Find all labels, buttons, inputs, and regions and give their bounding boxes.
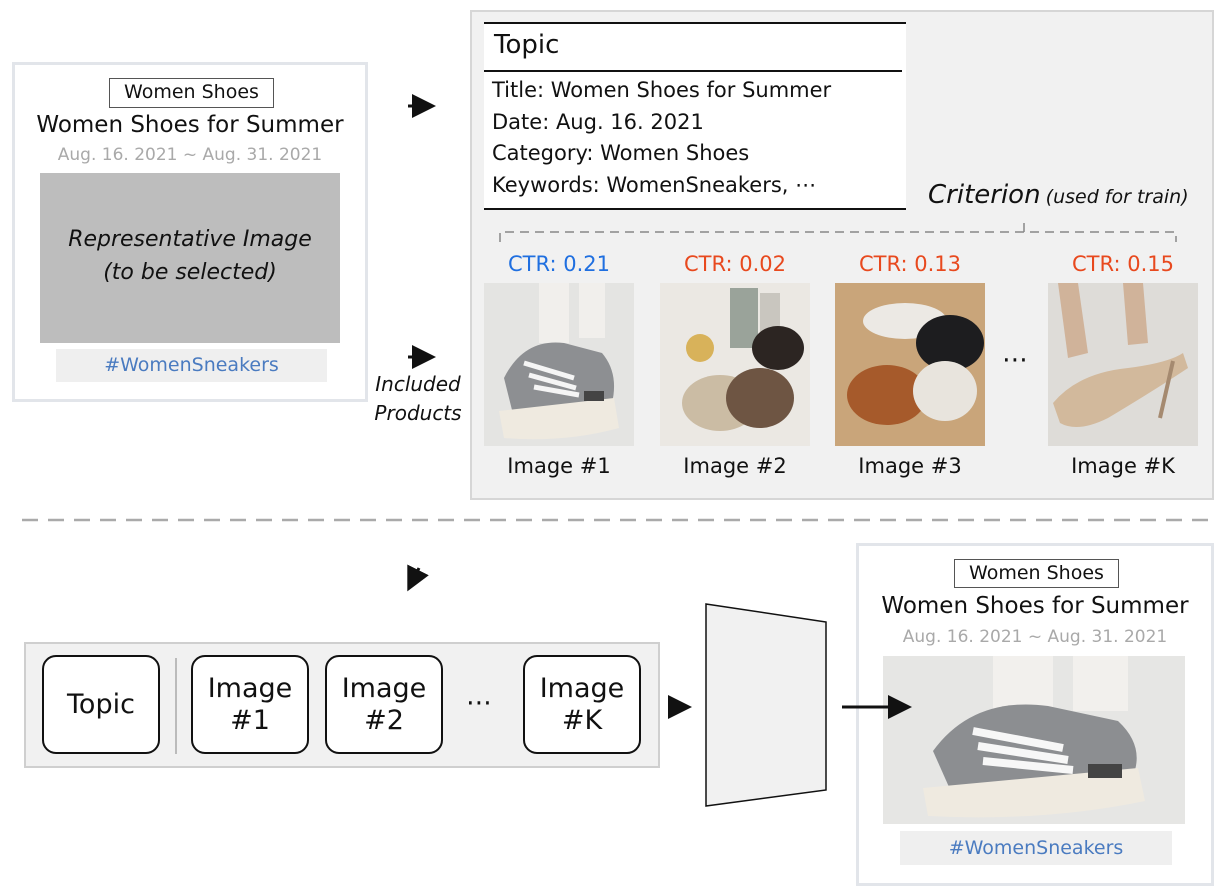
ctr-label-image-k: CTR: 0.15 [1072, 252, 1174, 276]
included-products-label: Included Products [366, 370, 470, 428]
included-label-line-2: Products [374, 401, 462, 425]
input-node-image-1: Image #1 [191, 655, 309, 754]
placeholder-line-1: Representative Image [68, 227, 312, 252]
product-image-2 [660, 283, 810, 446]
clik-model-label: CLIK [715, 682, 817, 728]
criterion-note: (used for train) [1045, 186, 1189, 208]
ctr-label-image-2: CTR: 0.02 [684, 252, 786, 276]
topic-date-line: Date: Aug. 16. 2021 [492, 110, 704, 134]
ctr-label-image-1: CTR: 0.21 [508, 252, 610, 276]
criterion-label: Criterion (used for train) [928, 180, 1189, 210]
representative-image-placeholder: Representative Image (to be selected) [40, 173, 340, 343]
input-panel-divider [175, 658, 177, 754]
topic-header-divider [484, 70, 902, 72]
input-card-hashtag: #WomenSneakers [56, 349, 327, 382]
ctr-label-image-3: CTR: 0.13 [859, 252, 961, 276]
input-node-image-2: Image #2 [325, 655, 443, 754]
topic-title-line: Title: Women Shoes for Summer [492, 78, 832, 102]
placeholder-line-2: (to be selected) [103, 260, 277, 285]
output-card-title: Women Shoes for Summer [881, 593, 1189, 619]
image-label-1: Image #1 [507, 454, 611, 478]
images-ellipsis: ⋯ [1002, 345, 1028, 375]
flats-photo-3 [835, 283, 985, 446]
loafer-photo-2 [660, 283, 810, 446]
output-selected-image [883, 656, 1185, 824]
topic-header: Topic [494, 30, 560, 60]
product-image-k [1048, 283, 1198, 446]
arrow-down-to-inputs [407, 564, 429, 592]
included-label-line-1: Included [375, 372, 461, 396]
topic-keywords-line: Keywords: WomenSneakers, ⋯ [492, 173, 817, 197]
output-card-category-tag: Women Shoes [954, 559, 1119, 588]
input-node-image-k: Image #K [523, 655, 641, 754]
output-card-hashtag: #WomenSneakers [900, 831, 1172, 865]
image-label-2: Image #2 [683, 454, 787, 478]
topic-category-line: Category: Women Shoes [492, 141, 750, 165]
mule-photo-k [1048, 283, 1198, 446]
input-node-ellipsis: ⋯ [466, 688, 492, 718]
criterion-text: Criterion [928, 180, 1041, 210]
product-image-1 [484, 283, 634, 446]
input-card-title: Women Shoes for Summer [36, 112, 344, 138]
image-label-3: Image #3 [858, 454, 962, 478]
topic-metadata-box: Topic Title: Women Shoes for Summer Date… [484, 22, 906, 210]
sneaker-photo-1 [484, 283, 634, 446]
input-node-topic: Topic [42, 655, 160, 754]
image-label-k: Image #K [1071, 454, 1175, 478]
selected-sneaker-photo [883, 656, 1185, 824]
input-card-date-range: Aug. 16. 2021 ~ Aug. 31. 2021 [57, 145, 323, 165]
product-image-3 [835, 283, 985, 446]
output-card-date-range: Aug. 16. 2021 ~ Aug. 31. 2021 [902, 627, 1168, 647]
input-card-category-tag: Women Shoes [109, 78, 274, 108]
